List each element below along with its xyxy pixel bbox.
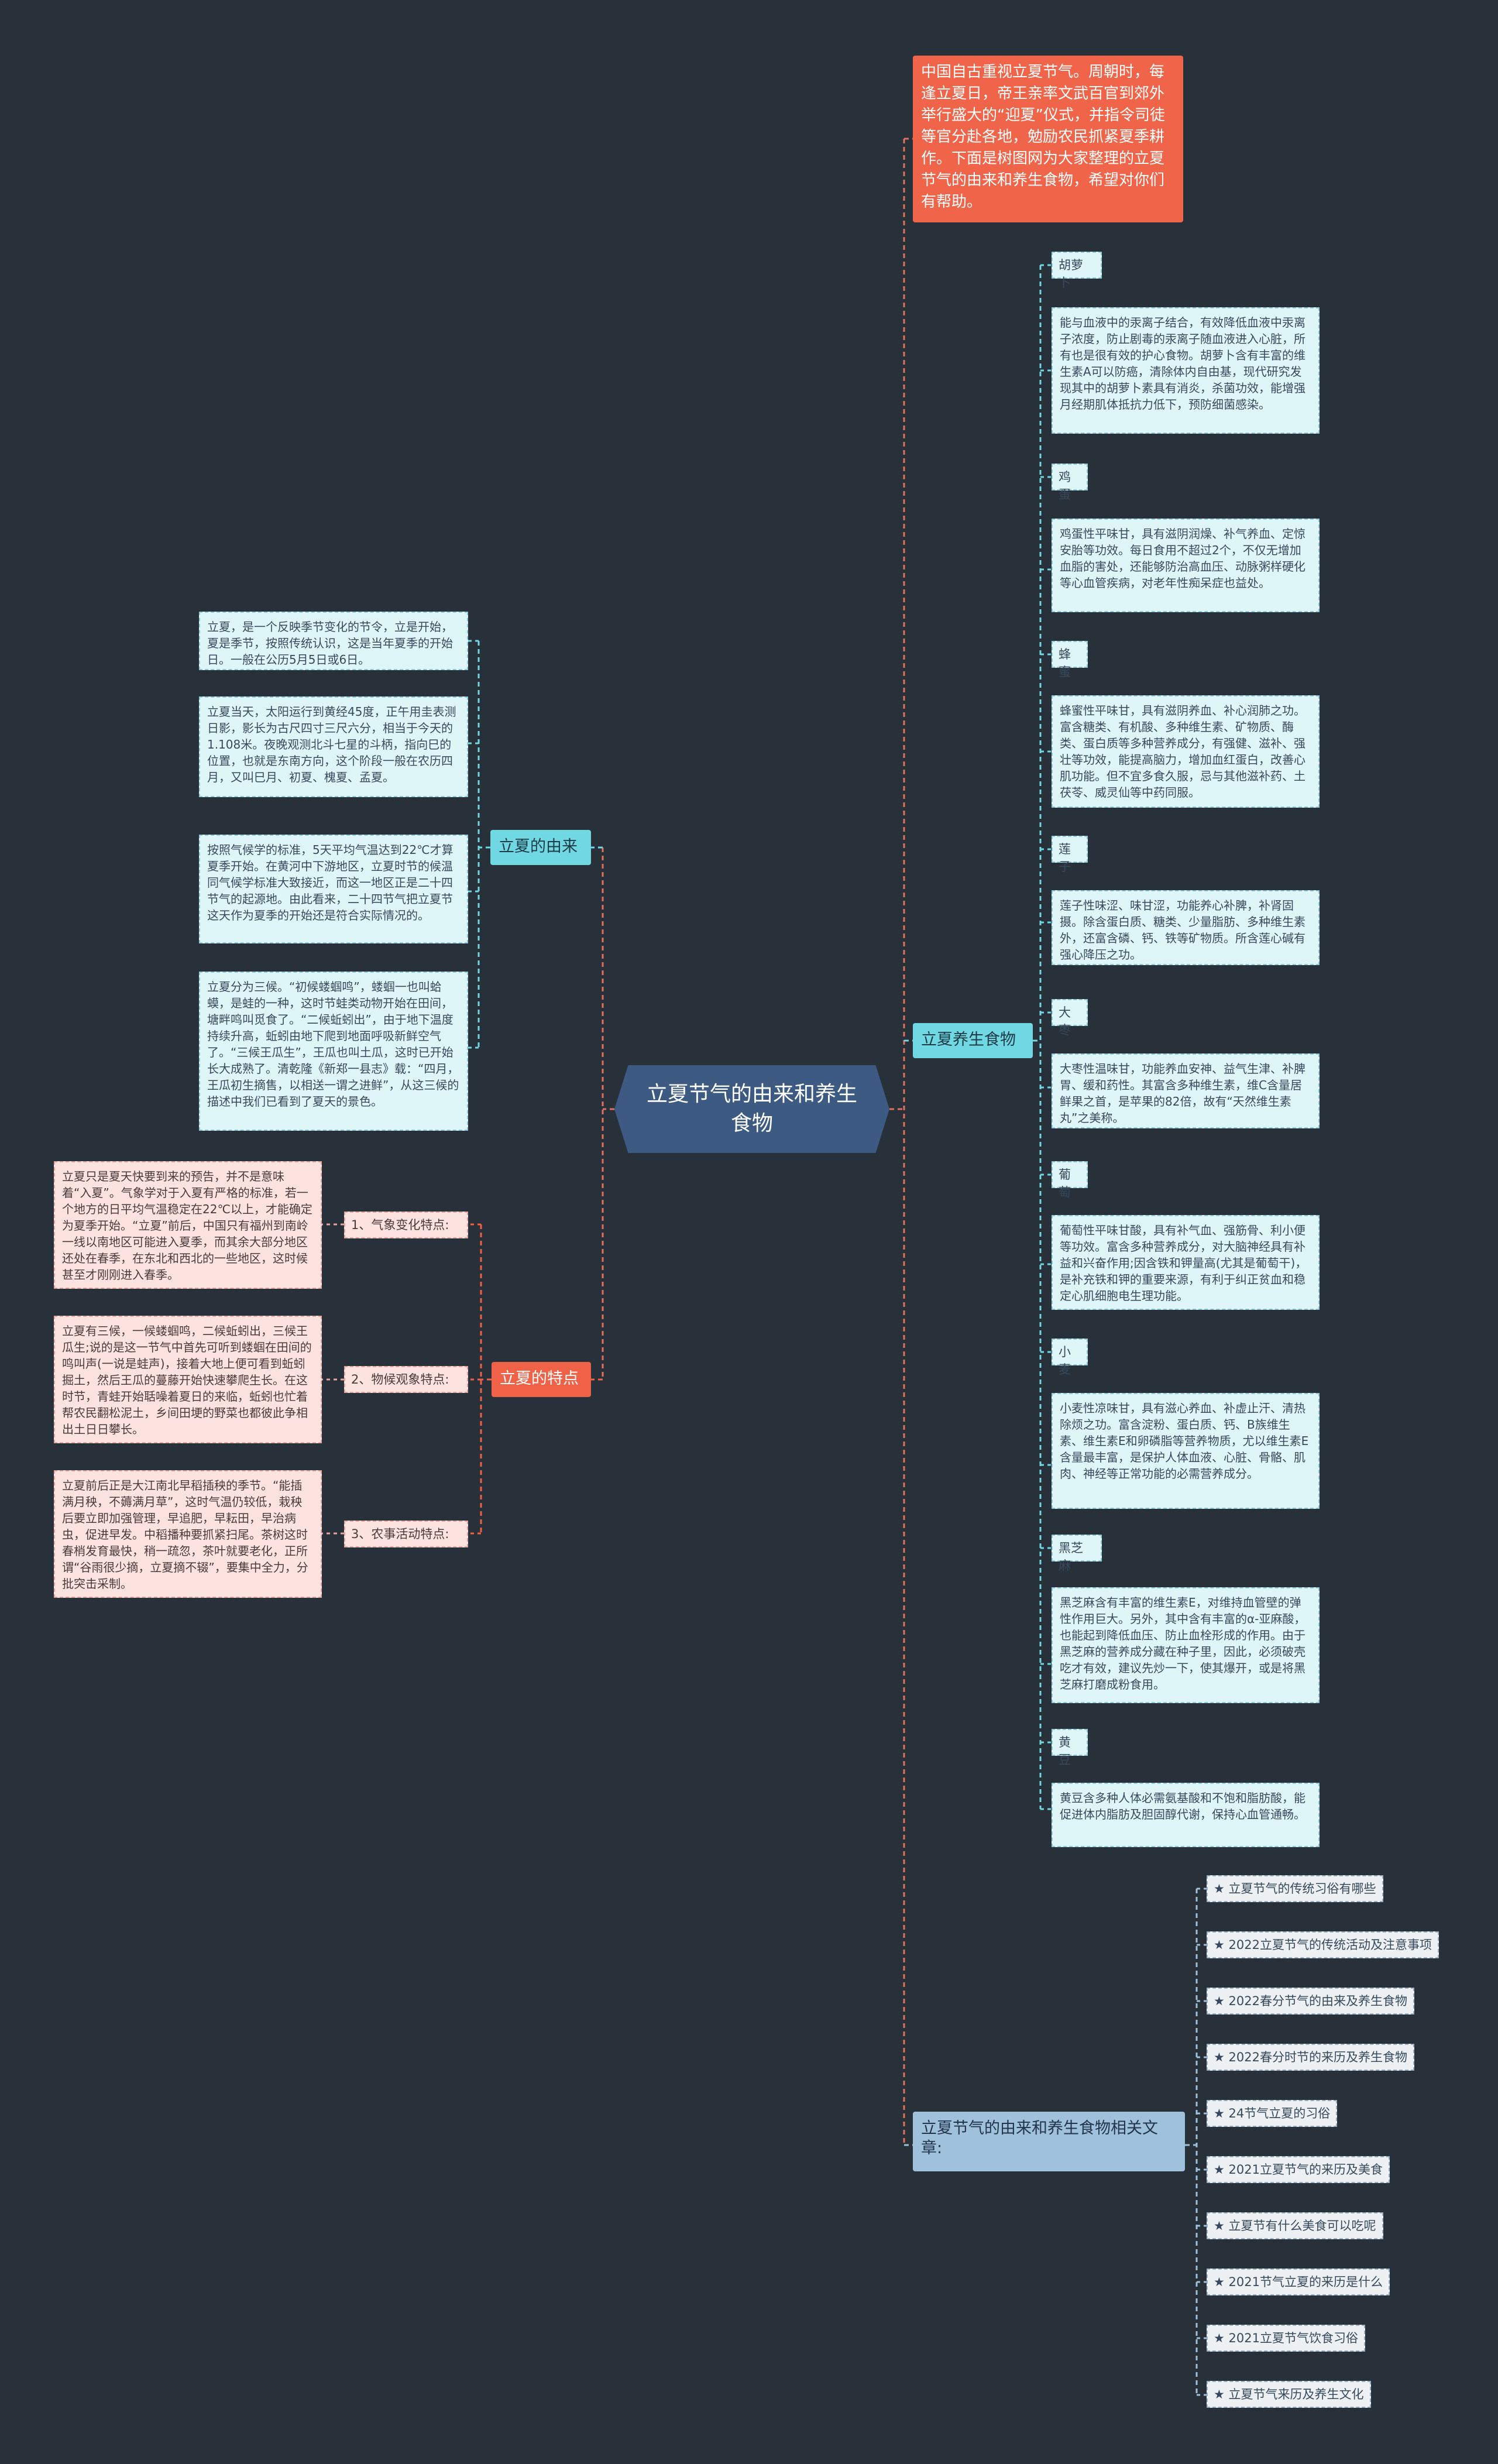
food-name-carrot[interactable]: 胡萝卜: [1052, 252, 1102, 290]
related-link-1[interactable]: ★ 立夏节气的传统习俗有哪些: [1207, 1875, 1383, 1902]
related-link-3[interactable]: ★ 2022春分节气的由来及养生食物: [1207, 1988, 1414, 2015]
related-link-2[interactable]: ★ 2022立夏节气的传统活动及注意事项: [1207, 1931, 1439, 1958]
food-name-soybean[interactable]: 黄豆: [1052, 1729, 1088, 1767]
related-link-9[interactable]: ★ 2021立夏节气饮食习俗: [1207, 2325, 1365, 2352]
branch-related-articles[interactable]: 立夏节气的由来和养生食物相关文章:: [913, 2112, 1185, 2171]
origin-item-2[interactable]: 立夏当天，太阳运行到黄经45度，正午用圭表测日影，影长为古尺四寸三尺六分，相当于…: [199, 696, 468, 797]
related-link-10[interactable]: ★ 立夏节气来历及养生文化: [1207, 2381, 1371, 2408]
food-name-lotus-seed[interactable]: 莲子: [1052, 836, 1088, 874]
related-link-4[interactable]: ★ 2022春分时节的来历及养生食物: [1207, 2044, 1414, 2071]
related-link-5[interactable]: ★ 24节气立夏的习俗: [1207, 2100, 1338, 2127]
food-name-wheat[interactable]: 小麦: [1052, 1339, 1088, 1377]
feature-label-2[interactable]: 2、物候观象特点:: [344, 1366, 468, 1393]
food-text-egg[interactable]: 鸡蛋性平味甘，具有滋阴润燥、补气养血、定惊安胎等功效。每日食用不超过2个，不仅无…: [1052, 519, 1320, 612]
intro-note[interactable]: 中国自古重视立夏节气。周朝时，每逢立夏日，帝王亲率文武百官到郊外举行盛大的“迎夏…: [913, 56, 1183, 222]
origin-item-3[interactable]: 按照气候学的标准，5天平均气温达到22℃才算夏季开始。在黄河中下游地区，立夏时节…: [199, 835, 468, 943]
food-text-honey[interactable]: 蜂蜜性平味甘，具有滋阴养血、补心润肺之功。富含糖类、有机酸、多种维生素、矿物质、…: [1052, 695, 1320, 808]
related-link-6[interactable]: ★ 2021立夏节气的来历及美食: [1207, 2156, 1390, 2183]
feature-text-3[interactable]: 立夏前后正是大江南北早稻插秧的季节。“能插满月秧，不薅满月草”，这时气温仍较低，…: [54, 1470, 322, 1598]
food-text-carrot[interactable]: 能与血液中的汞离子结合，有效降低血液中汞离子浓度，防止剧毒的汞离子随血液进入心脏…: [1052, 307, 1320, 434]
root-topic[interactable]: 立夏节气的由来和养生食物: [614, 1065, 889, 1153]
feature-label-3[interactable]: 3、农事活动特点:: [344, 1521, 468, 1547]
feature-text-2[interactable]: 立夏有三候，一候蝼蝈鸣，二候蚯蚓出，三候王瓜生;说的是这一节气中首先可听到蝼蝈在…: [54, 1316, 322, 1443]
related-link-7[interactable]: ★ 立夏节有什么美食可以吃呢: [1207, 2212, 1383, 2239]
branch-features[interactable]: 立夏的特点: [492, 1362, 591, 1397]
food-name-jujube[interactable]: 大枣: [1052, 999, 1088, 1037]
origin-item-4[interactable]: 立夏分为三候。“初候蝼蝈鸣”，蝼蝈一也叫蛤蟆，是蛙的一种，这时节蛙类动物开始在田…: [199, 972, 468, 1131]
food-text-jujube[interactable]: 大枣性温味甘，功能养血安神、益气生津、补脾胃、缓和药性。其富含多种维生素，维C含…: [1052, 1053, 1320, 1128]
food-name-egg[interactable]: 鸡蛋: [1052, 464, 1088, 502]
food-text-grape[interactable]: 葡萄性平味甘酸，具有补气血、强筋骨、利小便等功效。富含多种营养成分，对大脑神经具…: [1052, 1215, 1320, 1310]
related-link-8[interactable]: ★ 2021节气立夏的来历是什么: [1207, 2269, 1390, 2295]
branch-foods[interactable]: 立夏养生食物: [913, 1023, 1033, 1058]
branch-origin[interactable]: 立夏的由来: [490, 830, 591, 865]
food-name-honey[interactable]: 蜂蜜: [1052, 641, 1088, 679]
origin-item-1[interactable]: 立夏，是一个反映季节变化的节令，立是开始，夏是季节，按照传统认识，这是当年夏季的…: [199, 612, 468, 670]
food-name-black-sesame[interactable]: 黑芝麻: [1052, 1535, 1102, 1573]
food-name-grape[interactable]: 葡萄: [1052, 1161, 1088, 1199]
food-text-black-sesame[interactable]: 黑芝麻含有丰富的维生素E，对维持血管壁的弹性作用巨大。另外，其中含有丰富的α-亚…: [1052, 1587, 1320, 1703]
food-text-soybean[interactable]: 黄豆含多种人体必需氨基酸和不饱和脂肪酸，能促进体内脂肪及胆固醇代谢，保持心血管通…: [1052, 1783, 1320, 1847]
food-text-wheat[interactable]: 小麦性凉味甘，具有滋心养血、补虚止汗、清热除烦之功。富含淀粉、蛋白质、钙、B族维…: [1052, 1393, 1320, 1509]
root-title: 立夏节气的由来和养生食物: [646, 1082, 857, 1135]
food-text-lotus-seed[interactable]: 莲子性味涩、味甘涩，功能养心补脾，补肾固摄。除含蛋白质、糖类、少量脂肪、多种维生…: [1052, 890, 1320, 965]
feature-text-1[interactable]: 立夏只是夏天快要到来的预告，并不是意味着“入夏”。气象学对于入夏有严格的标准，若…: [54, 1161, 322, 1289]
feature-label-1[interactable]: 1、气象变化特点:: [344, 1212, 468, 1238]
